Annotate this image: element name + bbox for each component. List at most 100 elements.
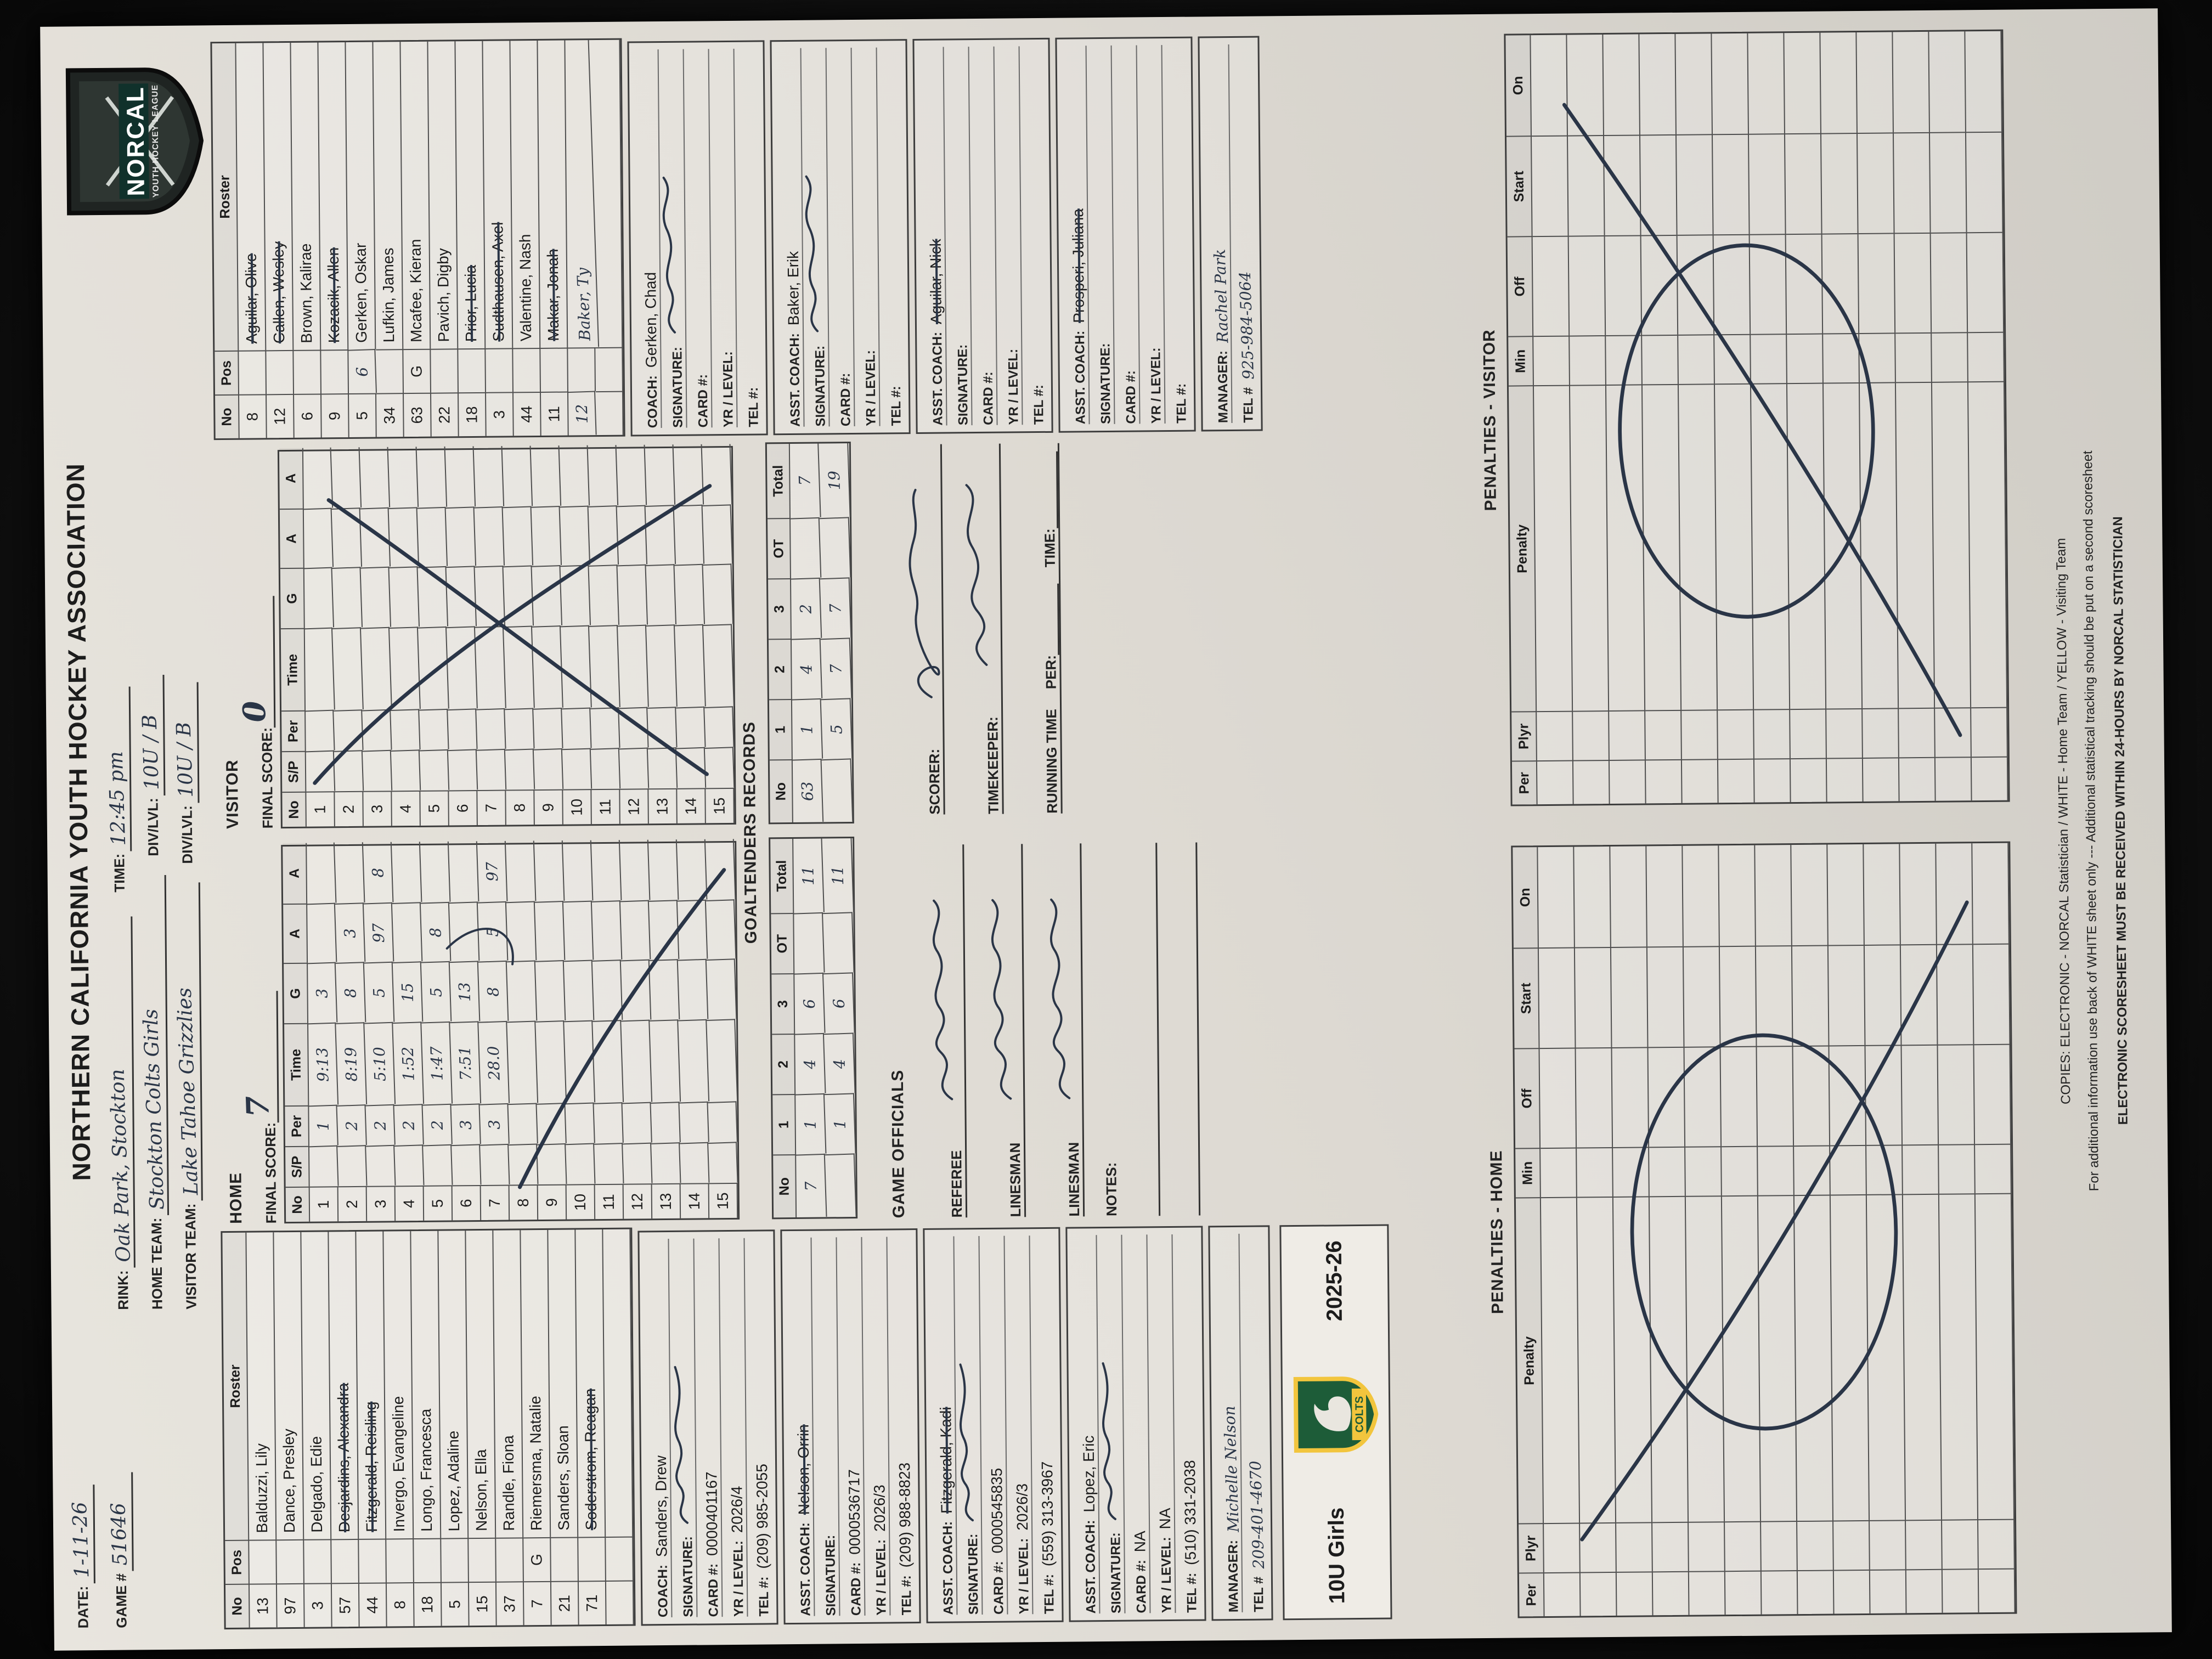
staff-card: COACH: Sanders, Drew SIGNATURE:	[637, 1229, 778, 1626]
roster-row: 18 Longo, Francesca	[411, 1231, 442, 1627]
scoring-col-header: A	[279, 448, 304, 509]
roster-number: 5	[441, 1582, 470, 1626]
tel-value: (559) 313-3967	[1039, 1461, 1057, 1567]
roster-position	[578, 1537, 606, 1581]
home-team-sticker: 10U Girls COLTS 2025-26	[1279, 1224, 1392, 1621]
scoring-period	[362, 709, 392, 751]
scoring-assist2	[331, 447, 362, 509]
penalty-cell	[1641, 234, 1679, 335]
game-number-field: GAME # 51646	[106, 1353, 147, 1628]
scoring-assist2	[559, 445, 590, 507]
staff-yr-line: YR / LEVEL:	[709, 48, 738, 428]
penalty-cell	[1677, 234, 1715, 335]
header-date-game: DATE: 1-11-26 GAME # 51646	[68, 1353, 147, 1628]
penalty-cell	[1647, 946, 1685, 1047]
penalty-cell	[1605, 235, 1643, 336]
scoring-assist2	[473, 445, 505, 507]
roster-number: 3	[304, 1583, 332, 1627]
official-signature-line: LINESMAN	[1023, 843, 1085, 1217]
penalty-cell	[1978, 1568, 2016, 1613]
goalie-number: 7	[795, 1153, 827, 1218]
staff-yr-line: YR / LEVEL:	[1137, 45, 1166, 424]
norcal-logo-subtext: YOUTH HOCKEY LEAGUE	[150, 84, 161, 198]
visitor-scoring-title: VISITOR	[223, 759, 242, 830]
penalty-cell	[1642, 383, 1682, 710]
penalty-cell	[1712, 33, 1749, 134]
home-team-value: Stockton Colts Girls	[139, 1008, 169, 1210]
penalty-cell	[1722, 1195, 1762, 1522]
yr-level-label: YR / LEVEL:	[1016, 1538, 1032, 1615]
staff-role-label: COACH:	[645, 375, 661, 428]
scoring-sp	[423, 1144, 453, 1186]
penalty-cell	[1893, 132, 1931, 233]
scoring-row-number: 2	[338, 1186, 368, 1222]
roster-position	[431, 348, 459, 393]
scoring-goal	[703, 563, 734, 625]
staff-card-number-line: CARD #:	[969, 46, 998, 426]
signature-label: SIGNATURE:	[670, 347, 686, 428]
penalty-cell	[1794, 1145, 1831, 1195]
penalty-cell	[1718, 709, 1754, 759]
penalty-cell	[1539, 1047, 1577, 1148]
home-roster-header: No Pos Roster	[222, 1232, 250, 1628]
penalty-cell	[1895, 332, 1932, 382]
staff-card: ASST. COACH: Lopez, Eric SIGNATURE:	[1065, 1226, 1206, 1622]
penalty-cell	[1567, 35, 1604, 136]
staff-signature	[667, 1363, 696, 1527]
staff-tel-line: TEL #:	[877, 47, 905, 426]
card-number-label: CARD #:	[695, 374, 711, 428]
scoring-row-number: 2	[335, 791, 364, 827]
roster-player-name: Fitzgerald, Reisling	[356, 1231, 387, 1539]
roster-row: 44 Fitzgerald, Reisling	[356, 1231, 387, 1627]
penalty-cell	[1645, 709, 1682, 760]
scoring-row-number: 10	[563, 789, 592, 825]
penalty-cell	[1826, 757, 1864, 802]
penalty-cell	[1793, 1045, 1831, 1146]
staff-card-number-line: CARD #: NA	[1122, 1234, 1151, 1613]
roster-position	[304, 1539, 332, 1583]
penalty-row	[1538, 847, 1581, 1617]
penalty-cell	[1906, 1568, 1943, 1613]
roster-row: 5 6 Gerken, Oskar	[346, 42, 377, 438]
roster-row: 8 Aguilar, Olive	[236, 43, 267, 438]
scoring-row-number: 5	[420, 790, 449, 826]
penalty-cell	[1649, 1195, 1689, 1522]
colts-crest-icon: COLTS	[1290, 1373, 1381, 1455]
scoring-sp	[647, 747, 678, 789]
home-roster-col-no: No	[225, 1583, 250, 1628]
staff-signature	[657, 173, 686, 338]
roster-number: 18	[414, 1582, 442, 1627]
penalty-cell	[1864, 844, 1901, 945]
signature-squiggle-icon	[674, 1366, 689, 1525]
header-center: NORTHERN CALIFORNIA YOUTH HOCKEY ASSOCIA…	[59, 300, 205, 1343]
card-number-label: CARD #:	[991, 1561, 1007, 1615]
visitor-scoring-rows: 1 2	[302, 444, 735, 827]
penalty-cell	[1748, 33, 1785, 134]
penalty-cell	[1750, 234, 1787, 334]
home-goalie-rows: 7 1 4 6 11 1 4 6 11	[792, 838, 857, 1218]
penalty-cell	[1574, 846, 1611, 947]
roster-position	[266, 349, 295, 394]
scoring-time	[703, 624, 735, 707]
penalty-cell	[1754, 709, 1791, 759]
card-number-value: NA	[1131, 1531, 1149, 1553]
scoring-assist2	[648, 839, 679, 901]
penalty-cell	[1606, 335, 1643, 385]
scoring-time	[303, 627, 335, 711]
roster-row: 21 Sanders, Sloan	[548, 1229, 579, 1625]
signature-label: SIGNATURE:	[680, 1536, 696, 1617]
penalty-row	[1791, 844, 1835, 1615]
scoring-time	[446, 626, 478, 710]
penalty-cell	[1652, 1521, 1689, 1572]
scoring-time	[650, 1019, 681, 1103]
scoresheet-paper: DATE: 1-11-26 GAME # 51646 NORTHERN CALI…	[40, 8, 2172, 1651]
scoring-goal	[563, 960, 595, 1022]
penalty-row	[1574, 846, 1617, 1616]
penalty-cell	[1906, 1519, 1943, 1570]
penalty-cell	[1790, 708, 1827, 759]
penalty-cell	[1859, 332, 1896, 382]
staff-signature-line: SIGNATURE:	[954, 1236, 983, 1615]
penalty-cell	[1866, 1194, 1906, 1520]
visitor-team-value: Lake Tahoe Grizzlies	[173, 988, 203, 1196]
